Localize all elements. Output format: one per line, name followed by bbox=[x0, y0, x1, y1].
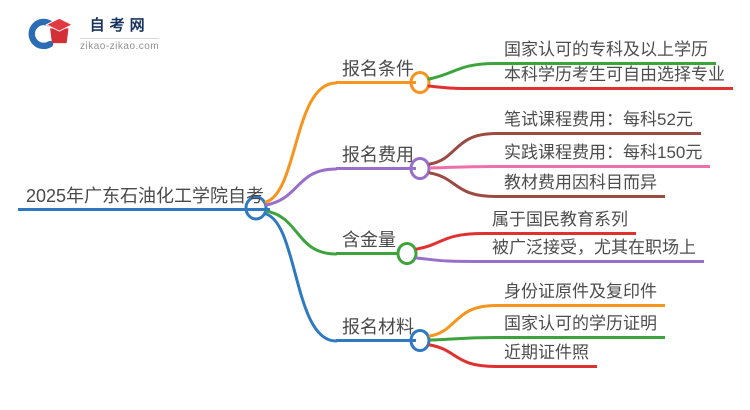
leaf-node: 属于国民教育系列 bbox=[484, 210, 636, 235]
leaf-node: 教材费用因科目而异 bbox=[496, 173, 665, 198]
logo-text-block: 自考网 zikao-zikao.com bbox=[80, 14, 160, 52]
edge-branch1-leaf2 bbox=[428, 171, 498, 198]
leaf-node: 本科学历考生可自由选择专业 bbox=[496, 65, 733, 90]
leaf-node: 国家认可的专科及以上学历 bbox=[496, 40, 716, 65]
site-name: 自考网 bbox=[89, 17, 150, 34]
leaf-node: 近期证件照 bbox=[496, 343, 597, 368]
branch-2-connector bbox=[396, 242, 418, 265]
edge-branch3-leaf0 bbox=[428, 304, 498, 338]
leaf-node: 国家认可的学历证明 bbox=[496, 314, 665, 339]
branch-node-hanjinliang: 含金量 bbox=[336, 230, 398, 255]
leaf-node: 身份证原件及复印件 bbox=[496, 282, 665, 307]
branch-node-baoming-tiaojian: 报名条件 bbox=[336, 59, 416, 84]
leaf-node: 笔试课程费用：每科52元 bbox=[496, 110, 701, 135]
logo-divider bbox=[80, 38, 160, 39]
edge-root-branch-0 bbox=[264, 81, 338, 204]
edge-branch2-leaf0 bbox=[415, 232, 486, 251]
root-node: 2025年广东石油化工学院自考 bbox=[18, 185, 271, 211]
graduation-cap-icon bbox=[28, 17, 74, 50]
site-url: zikao-zikao.com bbox=[80, 41, 160, 52]
edge-root-branch-2 bbox=[264, 209, 338, 256]
edge-root-branch-1 bbox=[264, 167, 338, 207]
edge-branch3-leaf1 bbox=[429, 336, 498, 342]
edge-branch1-leaf1 bbox=[429, 165, 498, 170]
leaf-node: 被广泛接受，尤其在职场上 bbox=[484, 238, 704, 263]
branch-node-baoming-feiyong: 报名费用 bbox=[336, 145, 416, 170]
edge-branch0-leaf0 bbox=[427, 62, 498, 81]
edge-branch1-leaf0 bbox=[428, 132, 498, 166]
edge-root-branch-3 bbox=[264, 212, 338, 343]
edge-branch0-leaf1 bbox=[427, 84, 498, 91]
branch-node-baoming-cailiao: 报名材料 bbox=[336, 317, 416, 342]
leaf-node: 实践课程费用：每科150元 bbox=[496, 143, 711, 168]
edge-branch3-leaf2 bbox=[428, 343, 498, 368]
site-logo: 自考网 zikao-zikao.com bbox=[28, 13, 160, 53]
edge-branch2-leaf1 bbox=[415, 256, 486, 263]
